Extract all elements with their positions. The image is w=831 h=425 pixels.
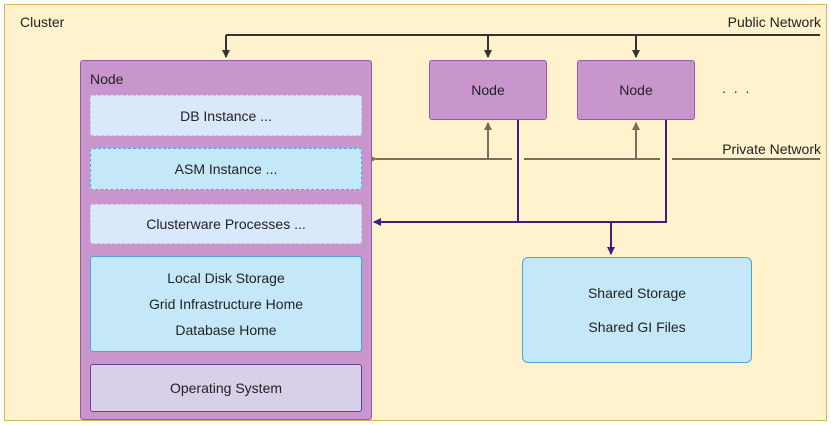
asm-instance-box: ASM Instance ... — [90, 148, 362, 190]
clusterware-processes-box: Clusterware Processes ... — [90, 204, 362, 244]
shared-gi-files-label: Shared GI Files — [588, 319, 686, 335]
node-3: Node — [577, 60, 695, 120]
operating-system-label: Operating System — [169, 380, 283, 396]
cluster-label: Cluster — [20, 14, 65, 30]
node-3-label: Node — [619, 82, 653, 98]
more-nodes-ellipsis: . . . — [722, 80, 752, 96]
storage-line-node-3 — [518, 120, 667, 223]
db-instance-label: DB Instance ... — [180, 107, 272, 124]
local-disk-storage-label: Local Disk Storage — [167, 270, 285, 286]
main-node-label: Node — [90, 71, 124, 87]
operating-system-box: Operating System — [90, 364, 362, 412]
clusterware-processes-label: Clusterware Processes ... — [146, 216, 306, 232]
database-home-label: Database Home — [175, 322, 277, 338]
local-disk-storage-box: Local Disk Storage Grid Infrastructure H… — [90, 256, 362, 352]
db-instance-box: DB Instance ... — [90, 95, 362, 136]
node-2-label: Node — [471, 82, 505, 98]
node-2: Node — [429, 60, 547, 120]
grid-infrastructure-home-label: Grid Infrastructure Home — [148, 296, 304, 312]
storage-line-node-2 — [373, 120, 519, 226]
shared-storage-box: Shared Storage Shared GI Files — [522, 257, 752, 363]
asm-instance-label: ASM Instance ... — [174, 161, 278, 177]
private-network-label: Private Network — [722, 141, 821, 157]
public-network-label: Public Network — [727, 14, 821, 30]
shared-storage-label: Shared Storage — [587, 285, 687, 301]
